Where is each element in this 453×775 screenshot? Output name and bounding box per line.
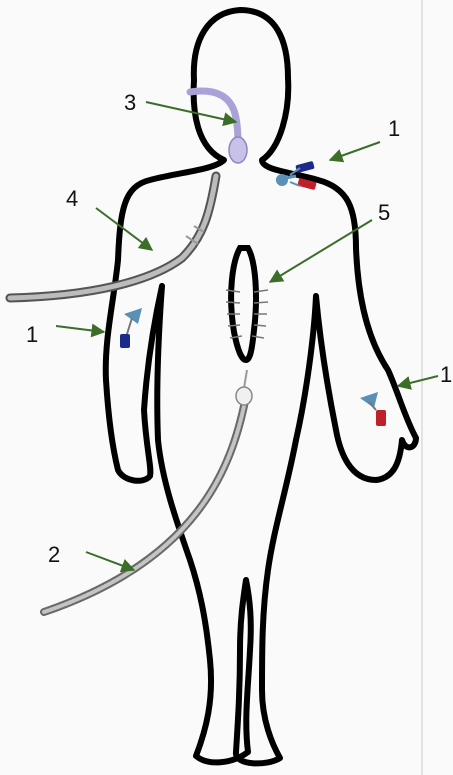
label-2: 2 — [48, 542, 60, 567]
body-outline — [106, 10, 416, 763]
label-1-right-hand: 1 — [440, 362, 452, 387]
label-5: 5 — [378, 200, 390, 225]
arrow-1-hand — [398, 376, 438, 386]
label-1-right-shoulder: 1 — [388, 116, 400, 141]
label-3: 3 — [124, 90, 136, 115]
arrow-2 — [86, 552, 134, 570]
arrow-1-shoulder — [330, 142, 380, 160]
venous-catheter-icon — [360, 392, 386, 426]
label-1-left-arm: 1 — [26, 322, 38, 347]
arrow-3 — [146, 102, 236, 122]
label-4: 4 — [66, 186, 78, 211]
urinary-catheter-icon — [44, 370, 252, 612]
arrow-1-arm — [56, 326, 104, 332]
sternal-wound-icon — [226, 248, 268, 360]
venous-catheter-icon — [120, 308, 142, 348]
